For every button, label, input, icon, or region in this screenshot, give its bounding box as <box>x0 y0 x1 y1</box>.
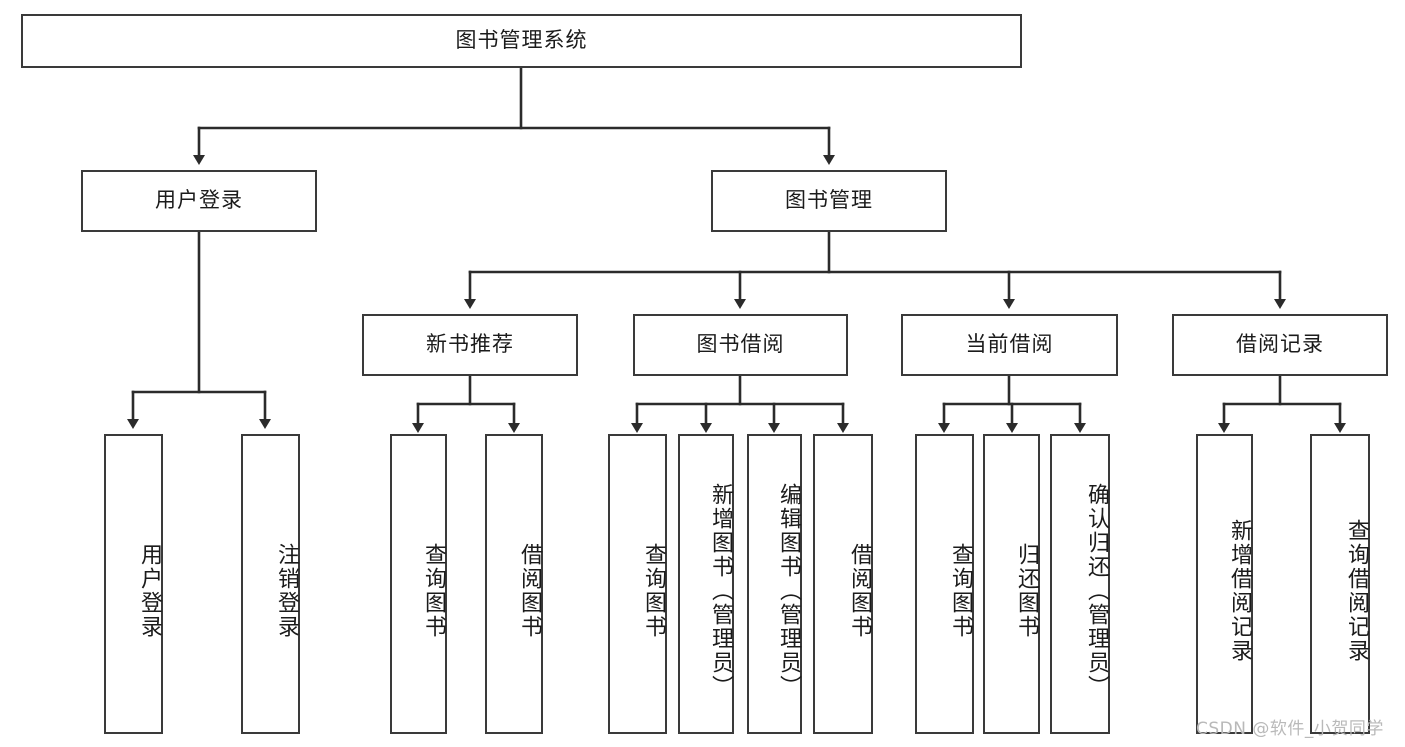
csdn-watermark: CSDN @软件_小贺同学 <box>1196 719 1384 739</box>
node-root[interactable]: 图书管理系统 <box>21 14 1022 68</box>
node-current-borrow[interactable]: 当前借阅 <box>901 314 1118 376</box>
node-borrow-record[interactable]: 借阅记录 <box>1172 314 1388 376</box>
leaf-borrow-book-2[interactable]: 借阅图书 <box>813 434 873 734</box>
leaf-borrow-book-1[interactable]: 借阅图书 <box>485 434 543 734</box>
node-book-management-label: 图书管理 <box>785 188 873 213</box>
leaf-add-borrow-record-label: 新增借阅记录 <box>1227 519 1252 663</box>
node-new-book-recommend-label: 新书推荐 <box>426 332 514 357</box>
leaf-return-book-label: 归还图书 <box>1014 543 1039 639</box>
leaf-borrow-book-1-label: 借阅图书 <box>517 543 542 639</box>
leaf-edit-book-admin[interactable]: 编辑图书（管理员） <box>747 434 802 734</box>
leaf-query-book-2-label: 查询图书 <box>641 543 666 639</box>
node-user-login-label: 用户登录 <box>155 188 243 213</box>
leaf-add-book-admin-label: 新增图书（管理员） <box>708 483 733 699</box>
leaf-confirm-return-admin[interactable]: 确认归还（管理员） <box>1050 434 1110 734</box>
leaf-query-borrow-record-label: 查询借阅记录 <box>1344 519 1369 663</box>
node-new-book-recommend[interactable]: 新书推荐 <box>362 314 578 376</box>
node-current-borrow-label: 当前借阅 <box>965 332 1054 357</box>
leaf-query-book-1-label: 查询图书 <box>421 543 446 639</box>
leaf-edit-book-admin-label: 编辑图书（管理员） <box>776 483 801 699</box>
node-book-management[interactable]: 图书管理 <box>711 170 947 232</box>
leaf-confirm-return-admin-label: 确认归还（管理员） <box>1084 483 1109 699</box>
leaf-query-book-3-label: 查询图书 <box>948 543 973 639</box>
node-book-borrow-label: 图书借阅 <box>696 332 785 357</box>
leaf-user-login-label: 用户登录 <box>137 543 162 639</box>
leaf-borrow-book-2-label: 借阅图书 <box>847 543 872 639</box>
leaf-logout-login-label: 注销登录 <box>274 543 299 639</box>
leaf-return-book[interactable]: 归还图书 <box>983 434 1040 734</box>
leaf-query-borrow-record[interactable]: 查询借阅记录 <box>1310 434 1370 734</box>
leaf-user-login[interactable]: 用户登录 <box>104 434 163 734</box>
leaf-add-book-admin[interactable]: 新增图书（管理员） <box>678 434 734 734</box>
leaf-query-book-2[interactable]: 查询图书 <box>608 434 667 734</box>
leaf-logout-login[interactable]: 注销登录 <box>241 434 300 734</box>
leaf-query-book-1[interactable]: 查询图书 <box>390 434 447 734</box>
node-book-borrow[interactable]: 图书借阅 <box>633 314 848 376</box>
leaf-query-book-3[interactable]: 查询图书 <box>915 434 974 734</box>
node-borrow-record-label: 借阅记录 <box>1236 332 1324 357</box>
node-user-login[interactable]: 用户登录 <box>81 170 317 232</box>
node-root-label: 图书管理系统 <box>455 28 588 53</box>
leaf-add-borrow-record[interactable]: 新增借阅记录 <box>1196 434 1253 734</box>
